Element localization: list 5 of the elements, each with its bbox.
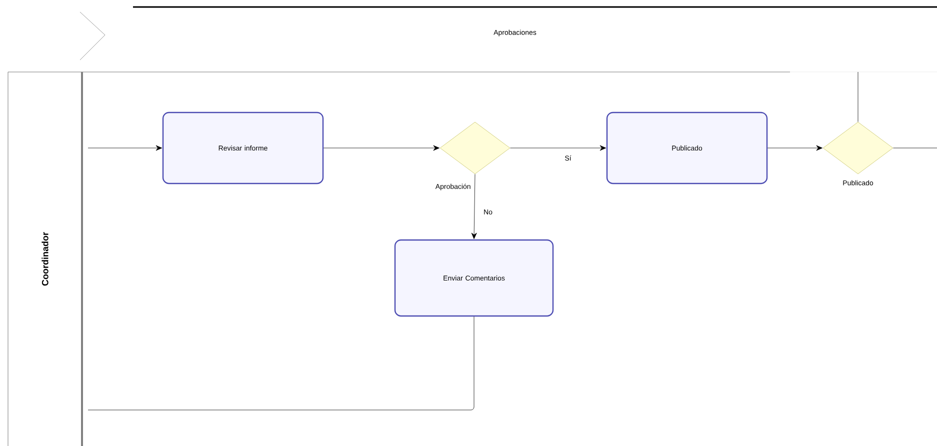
sequence-arrow: [767, 145, 822, 151]
sequence-arrow: [510, 145, 606, 151]
sequence-arrow: [88, 145, 162, 151]
sequence-arrow: [323, 145, 440, 151]
sequence-arrow: [471, 174, 477, 240]
